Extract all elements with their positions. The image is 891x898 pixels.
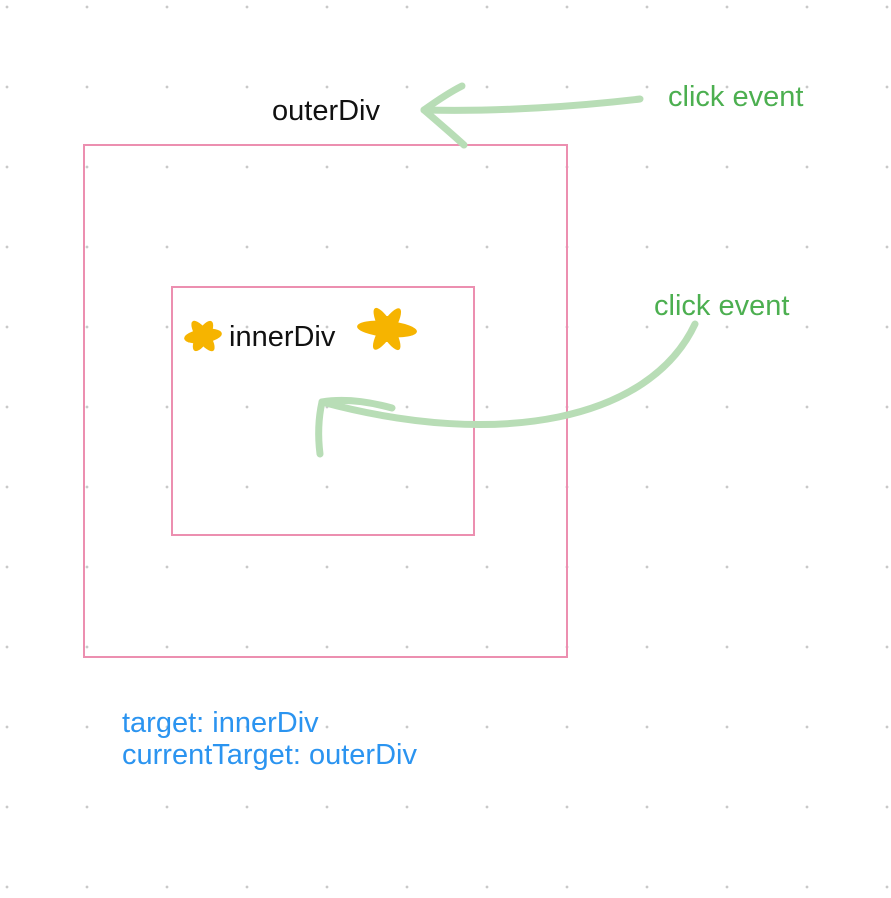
arrow-to-outer-div [420,82,644,149]
outer-div-label: outerDiv [272,95,380,127]
inner-div-label: innerDiv [229,321,336,353]
target-result-text: target: innerDiv [122,707,319,739]
arrow-head-upper [420,82,466,114]
click-event-label-outer: click event [668,81,804,113]
click-event-label-inner: click event [654,290,790,322]
arrow-shaft [420,95,644,114]
arrow-head-lower [420,106,468,149]
current-target-result-text: currentTarget: outerDiv [122,739,417,771]
